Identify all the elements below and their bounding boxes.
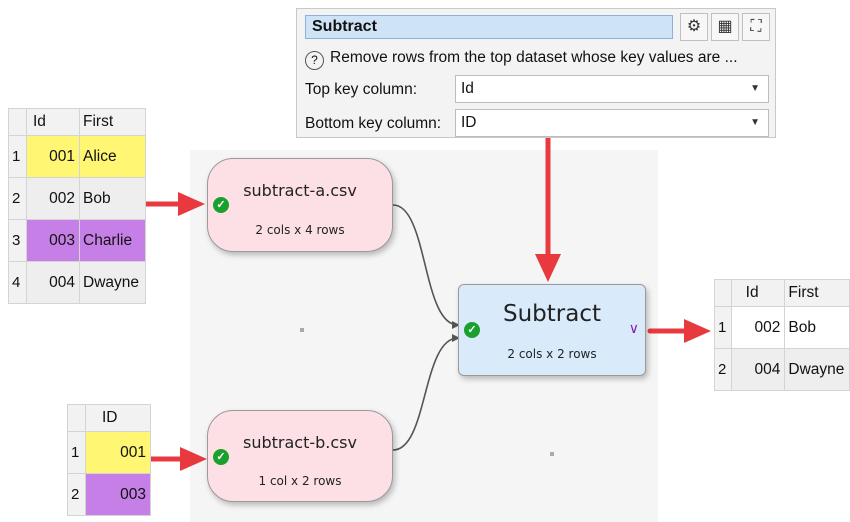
node-dimensions: 1 col x 2 rows xyxy=(258,474,342,488)
column-header-id[interactable]: ID xyxy=(85,404,151,432)
row-number: 4 xyxy=(8,261,27,304)
column-header-id[interactable]: Id xyxy=(730,279,786,307)
panel-title-field[interactable]: Subtract xyxy=(305,15,673,39)
table-output: Id First 1 002 Bob 2 004 Dwayne xyxy=(714,279,850,391)
node-dimensions: 2 cols x 2 rows xyxy=(507,347,597,361)
row-number: 1 xyxy=(714,306,732,349)
input-node-subtract-a[interactable]: subtract-a.csv 2 cols x 4 rows ✓ xyxy=(207,158,393,252)
question-mark-icon[interactable]: ? xyxy=(305,51,324,70)
grid-dot xyxy=(550,452,554,456)
subtract-properties-panel: Subtract ⚙ ▦ ⛶ ? Remove rows from the top… xyxy=(296,8,776,138)
row-number-header xyxy=(67,404,86,432)
table-icon[interactable]: ▦ xyxy=(711,13,739,41)
checkmark-icon: ✓ xyxy=(464,322,480,338)
cell-id[interactable]: 001 xyxy=(26,135,80,178)
bottom-key-value: ID xyxy=(461,114,477,131)
node-dimensions: 2 cols x 4 rows xyxy=(255,223,345,237)
cell-first[interactable]: Bob xyxy=(784,306,850,349)
table-row: 2 003 xyxy=(67,473,151,516)
description-text: Remove rows from the top dataset whose k… xyxy=(330,49,738,66)
column-header-first[interactable]: First xyxy=(79,108,146,136)
table-row: 1 001 Alice xyxy=(8,135,146,178)
arrow-subtract-to-output xyxy=(647,319,711,343)
table-row: 1 001 xyxy=(67,431,151,474)
cell-id[interactable]: 002 xyxy=(730,306,786,349)
bottom-key-select[interactable]: ID ▼ xyxy=(455,109,769,137)
cell-first[interactable]: Alice xyxy=(79,135,146,178)
row-number: 1 xyxy=(67,431,86,474)
top-key-label: Top key column: xyxy=(305,81,417,98)
row-number-header xyxy=(714,279,732,307)
cell-id[interactable]: 004 xyxy=(730,348,786,391)
input-node-subtract-b[interactable]: subtract-b.csv 1 col x 2 rows ✓ xyxy=(207,410,393,502)
node-title: Subtract xyxy=(502,301,601,327)
column-header-first[interactable]: First xyxy=(784,279,850,307)
grid-dot xyxy=(300,328,304,332)
table-row: 1 002 Bob xyxy=(714,306,850,349)
cell-id[interactable]: 001 xyxy=(85,431,151,474)
chevron-down-icon: ▼ xyxy=(750,83,760,94)
cell-first[interactable]: Dwayne xyxy=(79,261,146,304)
node-title: subtract-b.csv xyxy=(243,433,357,452)
table-row: 2 004 Dwayne xyxy=(714,348,850,391)
node-title: subtract-a.csv xyxy=(243,181,357,200)
table-header-row: ID xyxy=(67,404,151,432)
table-header-row: Id First xyxy=(714,279,850,307)
chevron-down-icon: ▼ xyxy=(750,117,760,128)
column-header-id[interactable]: Id xyxy=(26,108,80,136)
top-key-select[interactable]: Id ▼ xyxy=(455,75,769,103)
cell-id[interactable]: 003 xyxy=(26,219,80,262)
checkmark-icon: ✓ xyxy=(213,449,229,465)
row-number-header xyxy=(8,108,27,136)
checkmark-icon: ✓ xyxy=(213,197,229,213)
chevron-down-icon[interactable]: ∨ xyxy=(628,321,639,337)
panel-description: ? Remove rows from the top dataset whose … xyxy=(305,49,738,70)
cell-id[interactable]: 004 xyxy=(26,261,80,304)
top-key-value: Id xyxy=(461,80,474,97)
table-row: 2 002 Bob xyxy=(8,177,146,220)
table-row: 4 004 Dwayne xyxy=(8,261,146,304)
maximize-icon[interactable]: ⛶ xyxy=(742,13,770,41)
cell-first[interactable]: Dwayne xyxy=(784,348,850,391)
row-number: 2 xyxy=(714,348,732,391)
table-subtract-a: Id First 1 001 Alice 2 002 Bob 3 003 Cha… xyxy=(8,108,146,304)
row-number: 3 xyxy=(8,219,27,262)
row-number: 2 xyxy=(8,177,27,220)
cell-id[interactable]: 003 xyxy=(85,473,151,516)
gear-icon[interactable]: ⚙ xyxy=(680,13,708,41)
row-number: 1 xyxy=(8,135,27,178)
cell-first[interactable]: Charlie xyxy=(79,219,146,262)
table-header-row: Id First xyxy=(8,108,146,136)
row-number: 2 xyxy=(67,473,86,516)
bottom-key-label: Bottom key column: xyxy=(305,115,442,132)
arrow-panel-to-subtract xyxy=(535,125,561,282)
table-subtract-b: ID 1 001 2 003 xyxy=(67,404,151,516)
connector-b-to-subtract xyxy=(392,334,460,451)
cell-id[interactable]: 002 xyxy=(26,177,80,220)
arrow-table-b-to-node xyxy=(140,447,207,471)
table-row: 3 003 Charlie xyxy=(8,219,146,262)
transform-node-subtract[interactable]: Subtract 2 cols x 2 rows ✓ ∨ xyxy=(458,284,646,376)
connector-a-to-subtract xyxy=(392,204,460,329)
cell-first[interactable]: Bob xyxy=(79,177,146,220)
